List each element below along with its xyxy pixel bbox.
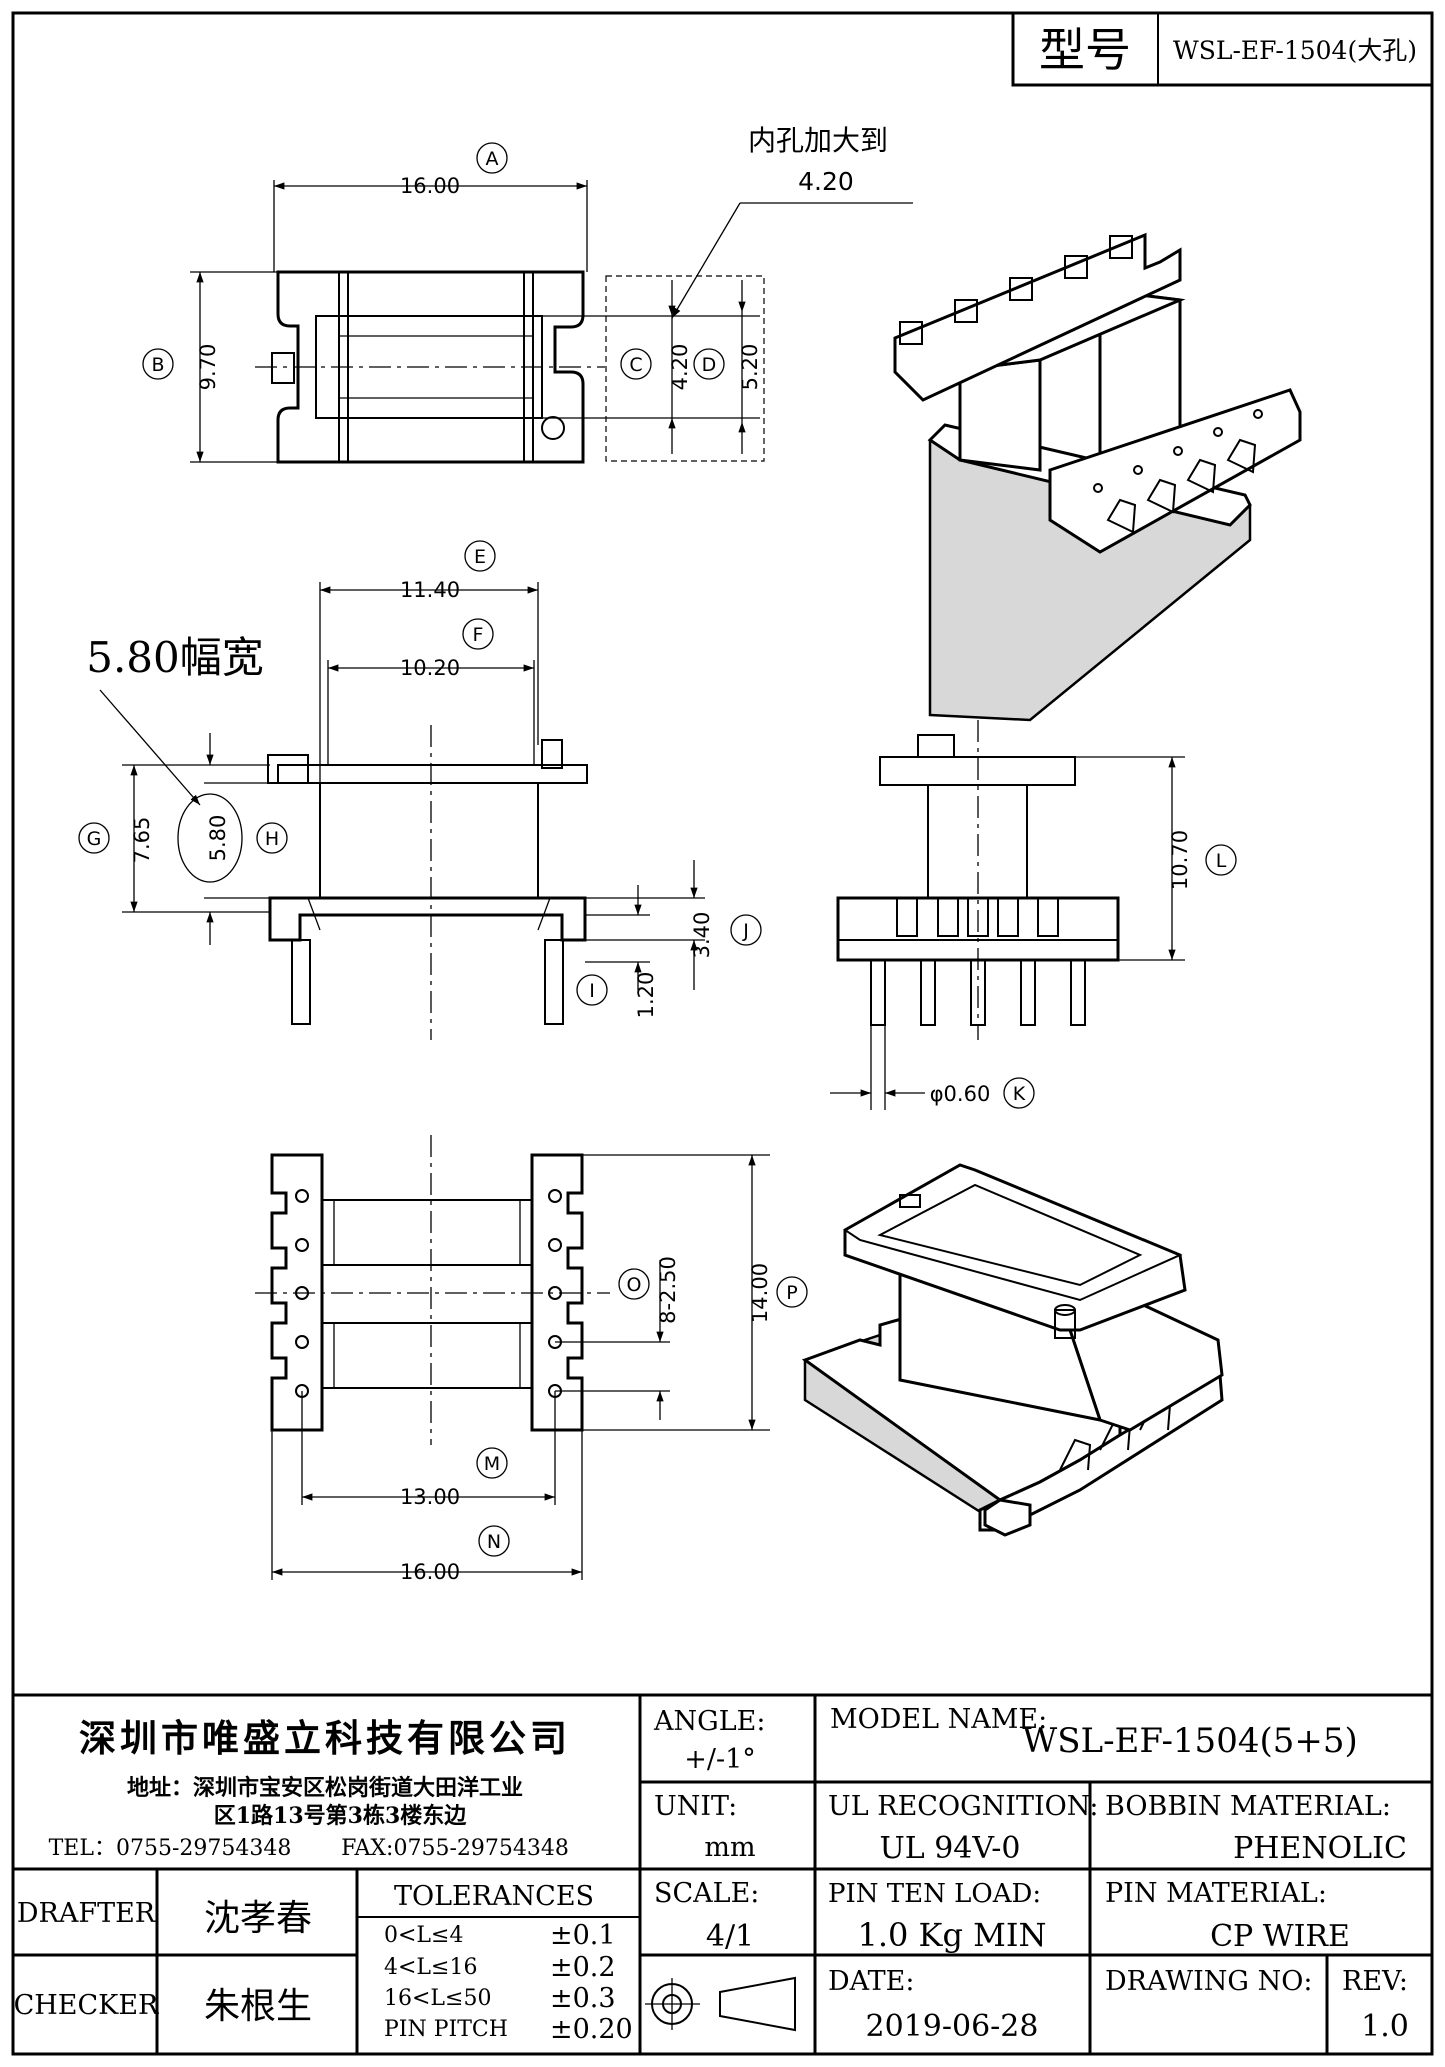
title-block: 深圳市唯盛立科技有限公司 地址：深圳市宝安区松岗街道大田洋工业 区1路13号第3… xyxy=(11,1693,1434,2056)
dim-f-value: 10.20 xyxy=(400,656,460,680)
tolerance-value-1: ±0.2 xyxy=(550,1952,616,1983)
company-address-line1: 地址：深圳市宝安区松岗街道大田洋工业 xyxy=(127,1775,523,1801)
callout-b: B xyxy=(151,354,164,376)
dim-e-value: 11.40 xyxy=(400,578,460,602)
model-name-label: MODEL NAME: xyxy=(830,1704,1047,1735)
callout-m: M xyxy=(484,1453,500,1475)
pin-ten-load-label: PIN TEN LOAD: xyxy=(828,1879,1041,1909)
dim-l-value: 10.70 xyxy=(1168,830,1192,890)
drawing-no-label: DRAWING NO: xyxy=(1105,1966,1312,1997)
top-view: 16.00 A 9.70 B 4.20 C 5.20 D 内孔加大到 4.20 xyxy=(142,124,913,464)
dim-d-value: 5.20 xyxy=(738,344,762,391)
dim-a-value: 16.00 xyxy=(400,174,460,198)
angle-value: +/-1° xyxy=(684,1744,756,1775)
tolerance-range-3: PIN PITCH xyxy=(384,2017,508,2042)
unit-value: mm xyxy=(704,1832,755,1863)
date-label: DATE: xyxy=(828,1966,914,1997)
model-header: 型号 WSL-EF-1504(大孔) xyxy=(1011,11,1434,87)
unit-label: UNIT: xyxy=(654,1791,737,1822)
checker-value: 朱根生 xyxy=(204,1986,312,2027)
hole-note-line1: 内孔加大到 xyxy=(748,124,888,157)
pin-ten-load-value: 1.0 Kg MIN xyxy=(857,1916,1046,1954)
rev-label: REV: xyxy=(1342,1966,1408,1997)
company-fax: FAX:0755-29754348 xyxy=(341,1836,569,1861)
scale-label: SCALE: xyxy=(654,1878,759,1909)
rev-value: 1.0 xyxy=(1361,2009,1409,2044)
bobbin-material-label: BOBBIN MATERIAL: xyxy=(1105,1791,1391,1822)
callout-c: C xyxy=(629,354,642,376)
bobbin-material-value: PHENOLIC xyxy=(1233,1831,1407,1866)
bottom-view: 13.00 M 16.00 N 8-2.50 O 14.00 P xyxy=(255,1135,808,1584)
callout-g: G xyxy=(87,828,102,850)
tolerance-range-0: 0<L≤4 xyxy=(384,1923,463,1948)
dim-k-value: φ0.60 xyxy=(930,1082,991,1106)
pin-material-value: CP WIRE xyxy=(1210,1919,1350,1954)
dim-b-value: 9.70 xyxy=(196,344,220,391)
callout-i: I xyxy=(589,980,595,1002)
dim-j-value: 3.40 xyxy=(690,912,714,959)
drafter-label: DRAFTER xyxy=(17,1898,156,1929)
callout-p: P xyxy=(786,1282,797,1304)
front-view: 11.40 E 10.20 F 7.65 G 5.80 H 5.80幅宽 xyxy=(78,540,762,1040)
callout-h: H xyxy=(265,828,279,850)
checker-label: CHECKER xyxy=(14,1990,159,2021)
callout-l: L xyxy=(1216,850,1227,872)
company-name: 深圳市唯盛立科技有限公司 xyxy=(79,1716,571,1760)
callout-d: D xyxy=(702,354,717,376)
dim-h-value: 5.80 xyxy=(206,815,230,862)
callout-k: K xyxy=(1013,1083,1026,1105)
company-address-line2: 区1路13号第3栋3楼东边 xyxy=(214,1803,468,1829)
isometric-view-top xyxy=(893,232,1302,722)
model-header-value: WSL-EF-1504(大孔) xyxy=(1173,36,1417,65)
hole-note-line2: 4.20 xyxy=(798,167,854,196)
dim-m-value: 13.00 xyxy=(400,1485,460,1509)
dim-n-value: 16.00 xyxy=(400,1560,460,1584)
callout-e: E xyxy=(474,546,486,568)
model-name-value: WSL-EF-1504(5+5) xyxy=(1022,1721,1357,1761)
callout-j: J xyxy=(742,920,749,942)
callout-o: O xyxy=(627,1274,642,1296)
isometric-view-bottom xyxy=(801,1163,1224,1537)
dim-o-value: 8-2.50 xyxy=(656,1256,680,1324)
company-tel: TEL：0755-29754348 xyxy=(49,1836,292,1861)
tolerance-value-3: ±0.20 xyxy=(550,2014,633,2045)
scale-value: 4/1 xyxy=(706,1919,754,1954)
callout-n: N xyxy=(487,1531,501,1553)
ul-recognition-value: UL 94V-0 xyxy=(879,1831,1020,1866)
tolerances-label: TOLERANCES xyxy=(394,1881,594,1912)
date-value: 2019-06-28 xyxy=(866,2009,1039,2044)
model-header-label: 型号 xyxy=(1039,23,1131,77)
callout-a: A xyxy=(486,148,499,170)
width-note: 5.80幅宽 xyxy=(86,633,264,682)
tolerance-value-2: ±0.3 xyxy=(550,1983,616,2014)
callout-f: F xyxy=(473,624,484,646)
tolerance-range-1: 4<L≤16 xyxy=(384,1955,477,1980)
dim-i-value: 1.20 xyxy=(634,972,658,1019)
projection-symbol-icon xyxy=(645,1976,796,2032)
dim-p-value: 14.00 xyxy=(748,1263,772,1323)
pin-material-label: PIN MATERIAL: xyxy=(1105,1878,1327,1909)
tolerance-range-2: 16<L≤50 xyxy=(384,1986,491,2011)
dim-c-value: 4.20 xyxy=(668,344,692,391)
ul-recognition-label: UL RECOGNITION: xyxy=(828,1791,1099,1822)
drafter-value: 沈孝春 xyxy=(204,1898,312,1939)
dim-g-value: 7.65 xyxy=(130,817,154,864)
tolerance-value-0: ±0.1 xyxy=(550,1920,616,1951)
side-view: 10.70 L φ0.60 K xyxy=(830,720,1237,1110)
angle-label: ANGLE: xyxy=(653,1706,765,1737)
